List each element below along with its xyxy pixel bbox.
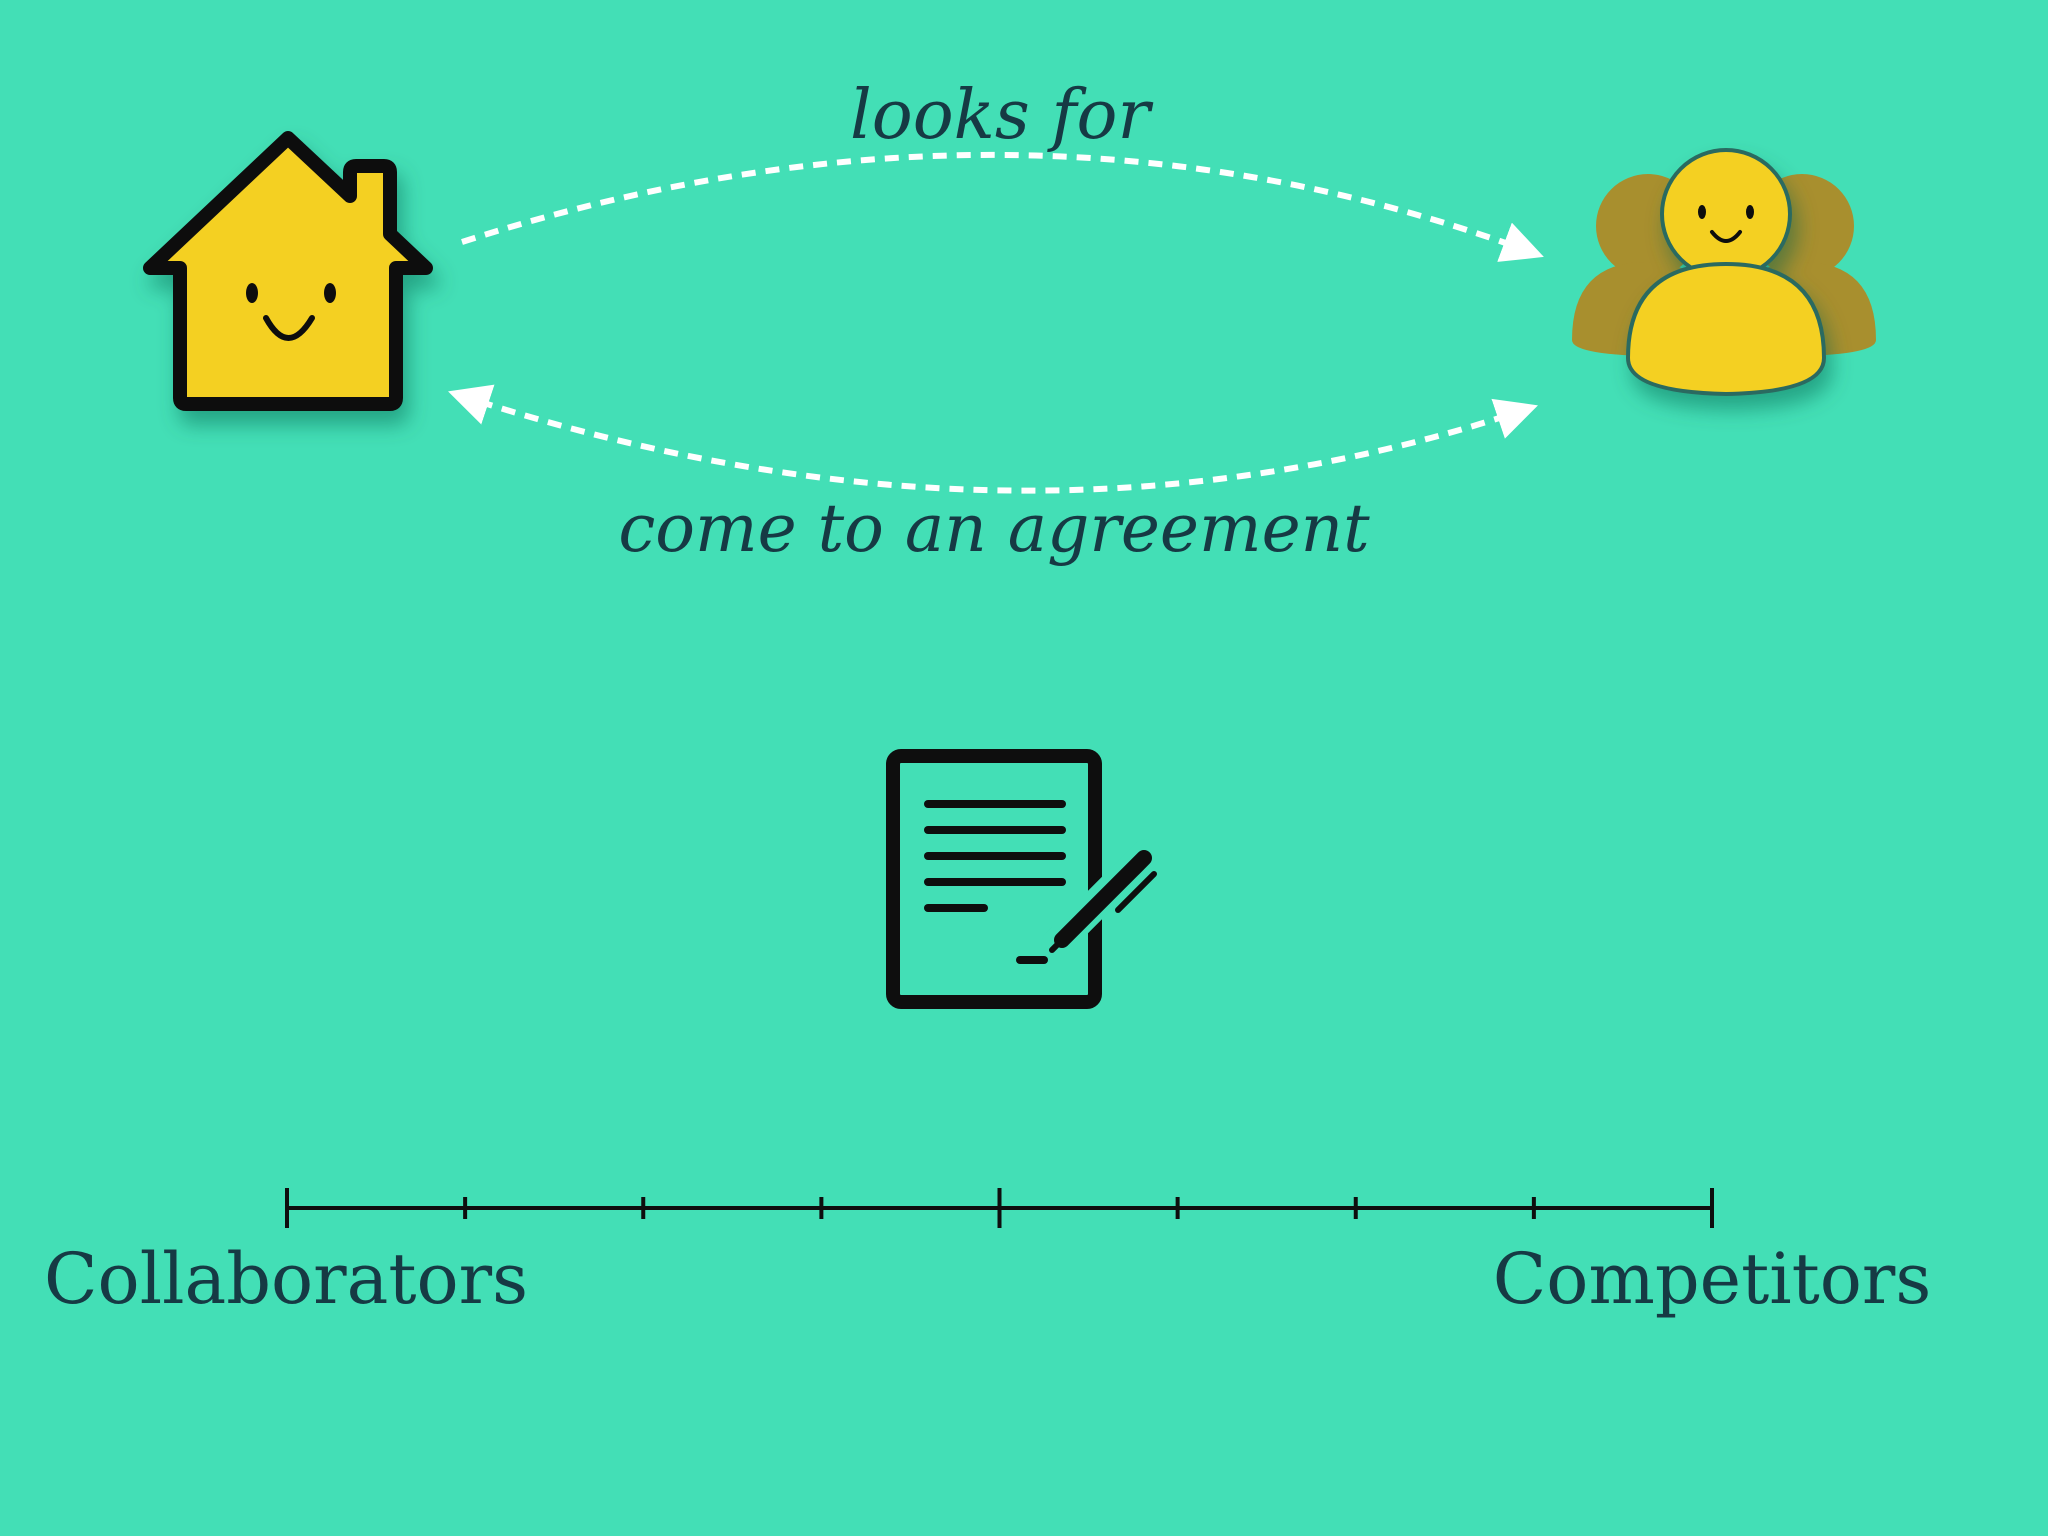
people-group-icon: [1572, 148, 1876, 397]
house-eye-left: [246, 283, 258, 303]
collaborator-competitor-scale: [285, 1188, 1714, 1228]
competitors-label: Competitors: [1492, 1238, 1932, 1320]
looks-for-label: looks for: [850, 76, 1150, 155]
collaborators-label: Collaborators: [43, 1238, 529, 1320]
house-smiley-icon: [143, 131, 433, 411]
pen-icon: [1041, 839, 1161, 959]
signed-contract-icon: [886, 749, 1161, 1009]
house-smile: [263, 315, 315, 341]
agreement-label: come to an agreement: [618, 490, 1370, 567]
looks-for-arrow: [461, 151, 1544, 262]
agreement-arrow: [448, 384, 1538, 494]
house-eye-right: [324, 283, 336, 303]
front-figure: [1625, 148, 1827, 397]
